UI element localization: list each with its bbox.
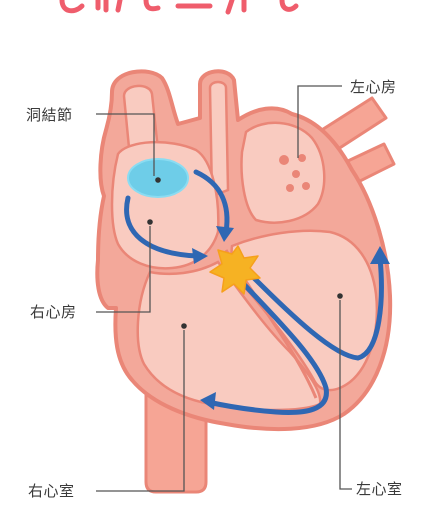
right-atrium-label: 右心房 — [30, 301, 77, 322]
sa-node-pointer-dot — [155, 177, 161, 183]
left-atrium-label: 左心房 — [350, 76, 397, 97]
left-ventricle-pointer-dot — [337, 293, 343, 299]
right-atrium-pointer-dot — [147, 219, 153, 225]
left-ventricle-label: 左心室 — [356, 478, 403, 499]
right-ventricle-pointer-dot — [181, 323, 187, 329]
cropped-title-remnant — [62, 0, 296, 12]
sa-node-blob — [128, 159, 188, 197]
right-ventricle-label: 右心室 — [28, 480, 75, 501]
left-atrium-chamber — [242, 123, 325, 223]
sa-node-label: 洞結節 — [26, 104, 73, 125]
